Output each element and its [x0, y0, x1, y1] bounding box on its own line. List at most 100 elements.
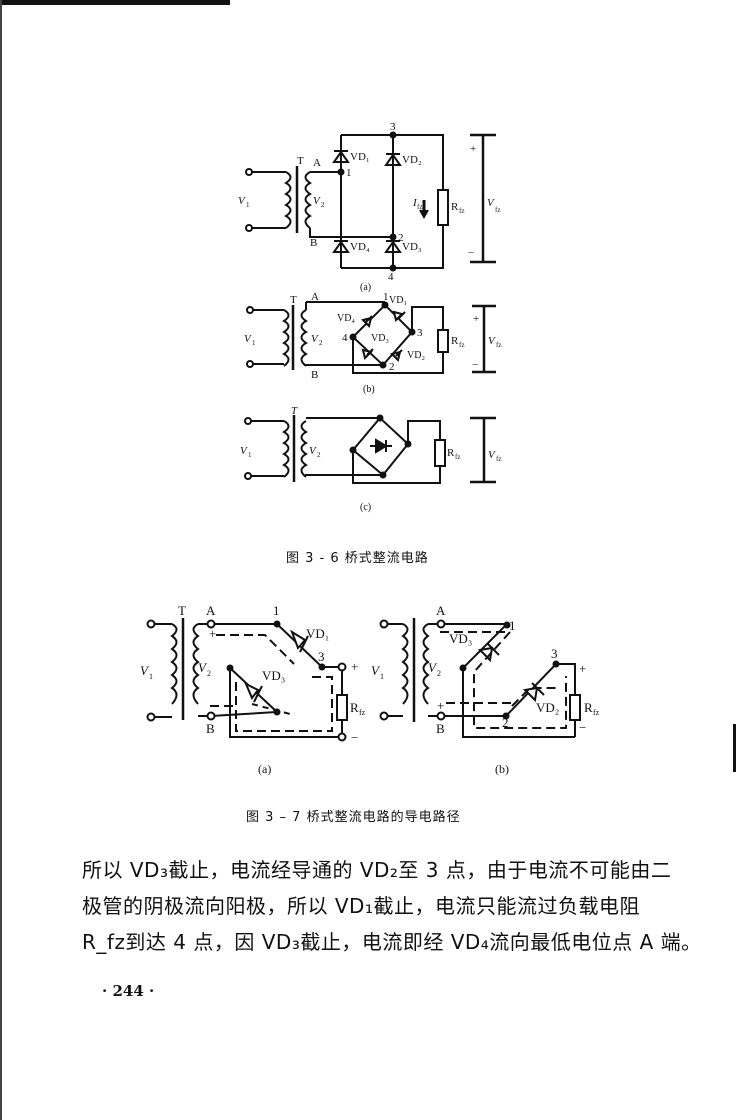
label-v2: V [313, 195, 321, 207]
label-plus: + [579, 661, 586, 676]
node-4: 4 [388, 271, 394, 283]
node-3: 3 [318, 649, 325, 664]
subfigure-label-a: (a) [258, 762, 271, 776]
label-plus: + [473, 313, 479, 325]
label-vd2: VD₂ [402, 154, 422, 166]
label-b: B [311, 369, 318, 381]
label-rfz-sub: fz [359, 708, 366, 717]
figure-3-6a-bridge-circuit [245, 131, 496, 272]
label-v1-sub: 1 [380, 672, 384, 681]
body-line: R_fz到达 4 点，因 VD₃截止，电流即经 VD₄流向最低电位点 A 端。 [82, 930, 702, 954]
label-t: T [178, 603, 186, 618]
node-1: 1 [509, 618, 516, 633]
label-v2: V [198, 660, 208, 675]
node-3: 3 [551, 646, 558, 661]
label-v1: V [244, 333, 252, 345]
node-2: 2 [502, 715, 509, 730]
label-vfz-sub: fz [496, 341, 501, 349]
label-vd3: VD₃ [371, 333, 389, 344]
label-b: B [310, 237, 317, 249]
node-3: 3 [417, 327, 423, 339]
label-ifz: I [412, 197, 418, 209]
scan-margin-mark [733, 724, 736, 772]
label-a: A [313, 157, 321, 169]
label-v1-sub: 1 [246, 201, 250, 209]
node-2: 2 [389, 361, 395, 373]
diode-vd4 [332, 240, 350, 253]
label-rfz: R [451, 335, 459, 347]
figure-3-6-caption: 图 3 - 6 桥式整流电路 [286, 551, 429, 566]
node-4: 4 [342, 332, 348, 344]
label-t: T [290, 294, 297, 306]
label-vd1: VD₁ [350, 151, 370, 163]
body-line: 极管的阴极流向阳极，所以 VD₁截止，电流只能流过负载电阻 [82, 894, 640, 918]
label-vd2: VD₂ [407, 350, 425, 361]
label-plus: + [470, 143, 476, 155]
figure-3-6b-bridge-circuit [246, 301, 496, 374]
label-vd3: VD₃ [262, 668, 285, 683]
label-rfz: R [447, 447, 455, 459]
label-b: B [436, 721, 445, 736]
label-v2: V [428, 660, 438, 675]
body-line: 所以 VD₃截止，电流经导通的 VD₂至 3 点，由于电流不可能由二 [82, 858, 672, 882]
label-v2: V [311, 333, 319, 345]
label-v2-sub: 2 [207, 669, 211, 678]
page-top-edge [0, 0, 230, 5]
label-t: T [297, 155, 304, 167]
label-v1: V [371, 663, 381, 678]
label-t: T [291, 405, 298, 417]
label-rfz: R [584, 700, 593, 715]
label-plus: + [209, 626, 216, 641]
label-v1-sub: 1 [149, 672, 153, 681]
label-b: B [206, 721, 215, 736]
label-minus: − [472, 359, 478, 371]
page-number: · 244 · [102, 982, 155, 1000]
label-vd3: VD₃ [402, 241, 422, 253]
figure-3-7b-conduction-path [379, 618, 581, 738]
label-v2: V [309, 445, 317, 457]
label-minus: − [579, 720, 586, 735]
label-v1: V [140, 663, 150, 678]
diode-vd3 [384, 240, 402, 253]
subfigure-label-a: (a) [360, 282, 371, 293]
label-rfz-sub: fz [593, 708, 600, 717]
label-vd1: VD₁ [389, 295, 407, 306]
label-vd1: VD₁ [306, 626, 329, 641]
label-vd4: VD₄ [337, 313, 355, 324]
label-vfz-sub: fz [496, 455, 501, 463]
body-paragraph: 所以 VD₃截止，电流经导通的 VD₂至 3 点，由于电流不可能由二 极管的阴极… [82, 852, 702, 960]
label-v1-sub: 1 [248, 451, 252, 459]
label-v2-sub: 2 [317, 451, 321, 459]
subfigure-label-c: (c) [360, 502, 371, 513]
label-ifz-sub: fz [417, 203, 422, 211]
diode-vd1 [332, 150, 350, 163]
label-minus: − [468, 247, 474, 259]
label-vd4: VD₄ [350, 241, 370, 253]
label-vfz: V [488, 449, 496, 461]
label-rfz-sub: fz [455, 453, 460, 461]
label-rfz-sub: fz [459, 207, 464, 215]
page-left-edge [0, 0, 2, 1120]
label-a: A [311, 291, 319, 303]
label-a: A [206, 603, 216, 618]
label-rfz-sub: fz [459, 341, 464, 349]
label-a: A [436, 603, 446, 618]
node-2: 2 [398, 232, 404, 244]
figure-3-7a-conduction-path [146, 618, 348, 742]
node-1: 1 [383, 291, 389, 303]
label-rfz: R [451, 201, 459, 213]
label-v1: V [238, 195, 246, 207]
label-plus: + [351, 659, 358, 674]
node-1: 1 [346, 167, 352, 179]
label-minus: − [351, 730, 358, 745]
subfigure-label-b: (b) [495, 762, 509, 776]
label-vfz: V [488, 335, 496, 347]
label-vd3: VD₃ [449, 631, 472, 646]
node-1: 1 [273, 603, 280, 618]
label-vfz: V [487, 197, 495, 209]
label-v2-sub: 2 [437, 669, 441, 678]
label-plus: + [437, 698, 444, 713]
subfigure-label-b: (b) [363, 384, 375, 395]
label-v1: V [240, 445, 248, 457]
